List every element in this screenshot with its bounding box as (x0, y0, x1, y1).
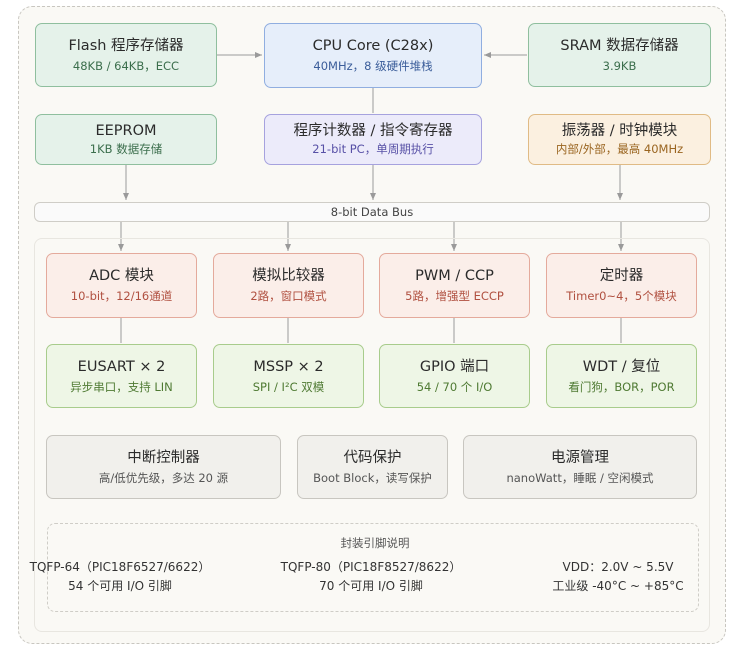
diagram-frame (18, 6, 726, 644)
flash-subtitle: 48KB / 64KB，ECC (72, 58, 180, 73)
tqfp80-info: TQFP-80（PIC18F8527/8622） 70 个可用 I/O 引脚 (266, 558, 476, 596)
wdt-subtitle: 看门狗，BOR，POR (568, 379, 675, 394)
codeprot-title: 代码保护 (343, 449, 402, 466)
tqfp64-io: 54 个可用 I/O 引脚 (68, 579, 172, 593)
wdt-title: WDT / 复位 (582, 358, 661, 375)
power-title: 电源管理 (551, 449, 609, 466)
flash-title: Flash 程序存储器 (68, 37, 184, 54)
eeprom-block: EEPROM 1KB 数据存储 (35, 114, 217, 165)
adc-title: ADC 模块 (89, 268, 154, 284)
cpu-title: CPU Core (C28x) (312, 38, 434, 54)
osc-subtitle: 内部/外部，最高 40MHz (555, 142, 684, 156)
mssp-subtitle: SPI / I²C 双模 (252, 379, 325, 394)
flash-memory-block: Flash 程序存储器 48KB / 64KB，ECC (35, 23, 217, 87)
tqfp80-package: TQFP-80（PIC18F8527/8622） (280, 560, 462, 574)
interrupt-controller-block: 中断控制器 高/低优先级，多达 20 源 (46, 435, 281, 499)
pc-title: 程序计数器 / 指令寄存器 (293, 123, 453, 139)
pwm-title: PWM / CCP (415, 268, 494, 284)
wdt-reset-block: WDT / 复位 看门狗，BOR，POR (546, 344, 697, 408)
tqfp80-io: 70 个可用 I/O 引脚 (319, 579, 423, 593)
electrical-info: VDD：2.0V ~ 5.5V 工业级 -40°C ~ +85°C (528, 558, 708, 596)
power-management-block: 电源管理 nanoWatt，睡眠 / 空闲模式 (463, 435, 697, 499)
sram-title: SRAM 数据存储器 (560, 37, 679, 54)
gpio-title: GPIO 端口 (419, 358, 490, 375)
eeprom-subtitle: 1KB 数据存储 (89, 142, 163, 156)
tqfp64-info: TQFP-64（PIC18F6527/6622） 54 个可用 I/O 引脚 (20, 558, 220, 596)
tqfp64-package: TQFP-64（PIC18F6527/6622） (29, 560, 211, 574)
timer-title: 定时器 (599, 268, 644, 284)
gpio-block: GPIO 端口 54 / 70 个 I/O (379, 344, 530, 408)
mssp-title: MSSP × 2 (253, 358, 324, 375)
comp-subtitle: 2路，窗口模式 (250, 289, 327, 303)
package-info-panel (47, 523, 699, 612)
peripheral-area (34, 238, 710, 632)
package-info-title: 封装引脚说明 (340, 536, 410, 550)
sram-subtitle: 3.9KB (602, 58, 637, 73)
cpu-core-block: CPU Core (C28x) 40MHz，8 级硬件堆栈 (264, 23, 482, 88)
pc-subtitle: 21-bit PC，单周期执行 (312, 142, 434, 156)
eusart-block: EUSART × 2 异步串口，支持 LIN (46, 344, 197, 408)
eeprom-title: EEPROM (95, 123, 157, 139)
eusart-subtitle: 异步串口，支持 LIN (70, 379, 173, 394)
temperature-range: 工业级 -40°C ~ +85°C (552, 579, 684, 593)
timer-subtitle: Timer0~4，5个模块 (566, 289, 677, 303)
data-bus: 8-bit Data Bus (34, 202, 710, 222)
timer-block: 定时器 Timer0~4，5个模块 (546, 253, 697, 318)
comparator-block: 模拟比较器 2路，窗口模式 (213, 253, 364, 318)
sram-memory-block: SRAM 数据存储器 3.9KB (528, 23, 711, 87)
vdd-range: VDD：2.0V ~ 5.5V (562, 560, 674, 574)
code-protection-block: 代码保护 Boot Block，读写保护 (297, 435, 448, 499)
mssp-block: MSSP × 2 SPI / I²C 双模 (213, 344, 364, 408)
adc-block: ADC 模块 10-bit，12/16通道 (46, 253, 197, 318)
eusart-title: EUSART × 2 (77, 358, 166, 375)
power-subtitle: nanoWatt，睡眠 / 空闲模式 (506, 470, 654, 485)
intc-subtitle: 高/低优先级，多达 20 源 (98, 470, 229, 485)
cpu-subtitle: 40MHz，8 级硬件堆栈 (313, 59, 433, 73)
codeprot-subtitle: Boot Block，读写保护 (313, 470, 432, 485)
comp-title: 模拟比较器 (252, 268, 325, 284)
intc-title: 中断控制器 (127, 449, 200, 466)
gpio-subtitle: 54 / 70 个 I/O (416, 379, 493, 394)
pwm-subtitle: 5路，增强型 ECCP (405, 289, 504, 303)
adc-subtitle: 10-bit，12/16通道 (70, 289, 173, 303)
osc-title: 振荡器 / 时钟模块 (561, 123, 678, 139)
pwm-ccp-block: PWM / CCP 5路，增强型 ECCP (379, 253, 530, 318)
oscillator-clock-block: 振荡器 / 时钟模块 内部/外部，最高 40MHz (528, 114, 711, 165)
program-counter-block: 程序计数器 / 指令寄存器 21-bit PC，单周期执行 (264, 114, 482, 165)
